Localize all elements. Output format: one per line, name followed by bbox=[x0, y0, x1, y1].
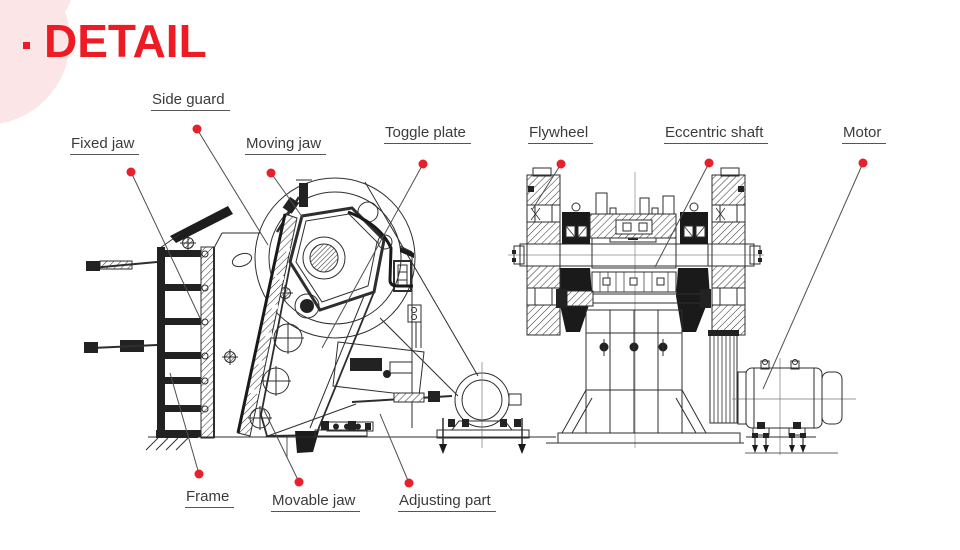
left-drawing-jaw-crusher-side-view bbox=[84, 177, 556, 458]
leader-line-motor bbox=[762, 162, 864, 390]
label-eccentric-shaft: Eccentric shaft bbox=[664, 124, 769, 144]
label-movable-jaw: Movable jaw bbox=[271, 492, 361, 512]
corner-decoration-circle-small bbox=[19, 0, 71, 21]
tension-rod bbox=[556, 289, 711, 308]
v-belt-drive bbox=[708, 330, 739, 424]
page-title: DETAIL bbox=[44, 15, 207, 67]
right-drawing-jaw-crusher-front-view bbox=[508, 167, 856, 455]
label-fixed-jaw: Fixed jaw bbox=[70, 135, 140, 155]
liner-strip bbox=[591, 271, 677, 293]
label-flywheel: Flywheel bbox=[528, 124, 594, 144]
label-moving-jaw: Moving jaw bbox=[245, 135, 327, 155]
toggle-adjusting-mechanism bbox=[264, 341, 453, 438]
leader-line-toggle-plate bbox=[321, 163, 424, 349]
label-motor: Motor bbox=[842, 124, 887, 144]
leader-dot-motor bbox=[858, 158, 868, 168]
leader-dot-moving-jaw bbox=[266, 168, 276, 178]
leader-dot-eccentric-shaft bbox=[704, 158, 714, 168]
label-adjusting-part: Adjusting part bbox=[398, 492, 496, 512]
label-frame: Frame bbox=[185, 488, 235, 508]
moving-jaw-pitman bbox=[236, 213, 375, 453]
leader-line-eccentric-shaft bbox=[654, 162, 710, 268]
leader-line-side-guard bbox=[196, 128, 269, 246]
title-bullet-icon bbox=[23, 42, 30, 49]
leader-dot-adjusting-part bbox=[404, 478, 414, 488]
leader-line-flywheel bbox=[531, 163, 562, 211]
leader-line-moving-jaw bbox=[270, 172, 304, 219]
leader-dot-toggle-plate bbox=[418, 159, 428, 169]
leader-line-movable-jaw bbox=[262, 407, 300, 483]
leader-dot-flywheel bbox=[556, 159, 566, 169]
pedestal-pulley bbox=[436, 362, 530, 454]
crusher-body bbox=[546, 309, 744, 444]
flywheel-left bbox=[526, 167, 561, 336]
leader-dot-side-guard bbox=[192, 124, 202, 134]
leader-dot-fixed-jaw bbox=[126, 167, 136, 177]
leader-line-fixed-jaw bbox=[130, 171, 201, 319]
label-toggle-plate: Toggle plate bbox=[384, 124, 471, 144]
leader-dot-frame bbox=[194, 469, 204, 479]
fixed-jaw-structure bbox=[84, 246, 215, 439]
motor-assembly bbox=[732, 358, 856, 455]
leader-line-frame bbox=[169, 372, 200, 475]
flywheel-right bbox=[711, 167, 746, 336]
leader-line-adjusting-part bbox=[379, 413, 410, 484]
leader-dot-movable-jaw bbox=[294, 477, 304, 487]
top-frame bbox=[589, 192, 677, 239]
label-side-guard: Side guard bbox=[151, 91, 230, 111]
